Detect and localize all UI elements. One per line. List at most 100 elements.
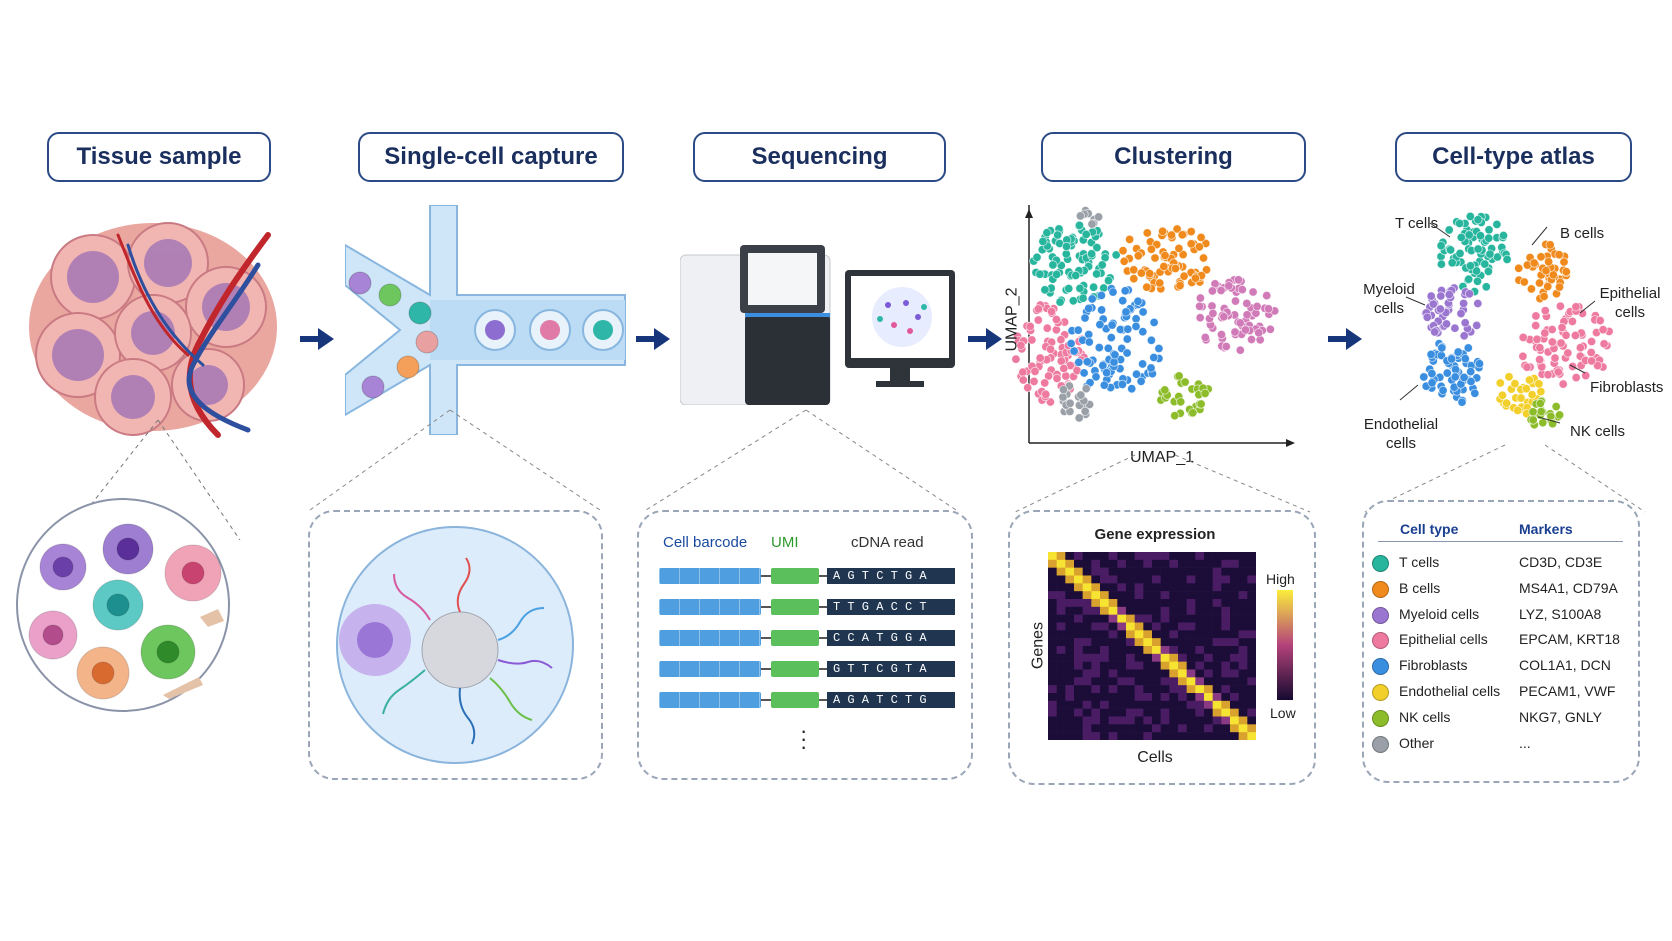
heatmap-cell [1195,614,1205,623]
cell-point [1158,226,1168,236]
heatmap-cell [1238,567,1248,576]
cell-point [1056,335,1066,345]
heatmap-cell [1082,614,1092,623]
scale-low-label: Low [1270,705,1296,721]
heatmap-cell [1091,661,1101,670]
heatmap-cell [1169,708,1179,717]
heatmap-cell [1074,732,1083,740]
cell-point [1146,363,1156,373]
heatmap-cell [1143,614,1153,623]
cell-point [1472,276,1483,286]
cell-point [1240,325,1251,335]
heatmap-cell [1169,677,1179,686]
cell-point [1536,407,1546,417]
heatmap-cell [1221,716,1231,725]
heatmap-cell [1074,559,1083,568]
cell-point [1532,334,1542,344]
heatmap-cell [1221,630,1231,639]
cell-point [1087,219,1097,229]
atlas-label-endothelial: Endothelial cells [1363,416,1439,452]
cell-point [1095,320,1105,330]
heatmap-cell [1152,661,1161,670]
heatmap-cell [1221,591,1231,600]
heatmap-cell [1204,591,1213,600]
heatmap-cell [1134,583,1144,592]
heatmap-cell [1056,575,1066,584]
cell-point [1466,367,1476,377]
umap-plot [1011,205,1295,447]
heatmap-cell [1134,708,1144,717]
heatmap-cell [1126,661,1135,670]
microfluidic-chip [345,205,626,435]
heatmap-cell [1100,606,1109,615]
cell-point [1087,249,1097,259]
heatmap-cell [1065,708,1075,717]
cell-point [1484,225,1494,235]
more-reads-ellipsis: ··· [800,718,808,759]
heatmap-cell [1212,552,1222,561]
cell-point [1079,368,1089,378]
cell-point [1526,284,1536,294]
cell-point [1466,376,1476,387]
stage-title-tissue: Tissue sample [47,132,271,182]
heatmap-cell [1204,708,1213,717]
cell-point [1442,368,1452,378]
heatmap-cell [1074,693,1083,702]
heatmap-cell [1160,614,1170,623]
heatmap-cell [1048,732,1057,740]
heatmap-cell [1160,583,1170,592]
cell-point [1575,343,1585,353]
heatmap-cell [1152,669,1161,678]
heatmap-cell [1238,552,1248,561]
heatmap-cell [1221,606,1231,615]
heatmap-cell [1160,693,1170,702]
heatmap-cell [1056,724,1066,733]
umap-y-label: UMAP_2 [1003,287,1021,352]
heatmap-cell [1204,732,1213,740]
heatmap-cell [1186,732,1196,740]
cell-point [1122,348,1132,358]
cell-point [1455,218,1465,228]
heatmap-cell [1091,693,1101,702]
atlas-label-epithelial: Epithelial cells [1599,285,1661,321]
heatmap-cell [1212,646,1222,655]
cell-point [1502,254,1512,265]
scale-high-label: High [1266,571,1295,587]
heatmap-cell [1221,552,1231,561]
heatmap-cell [1117,732,1127,740]
heatmap-cell [1186,708,1196,717]
heatmap-cell [1204,575,1213,584]
cell-point [1043,371,1054,381]
heatmap-cell [1238,732,1248,740]
heatmap-cell [1169,685,1179,694]
heatmap-cell [1152,716,1161,725]
cell-point [1149,352,1159,363]
heatmap-cell [1186,567,1196,576]
heatmap-cell [1238,606,1248,615]
heatmap-cell [1169,653,1179,662]
heatmap-cell [1143,700,1153,709]
cell-point [1018,375,1028,385]
heatmap-cell [1074,599,1083,608]
heatmap-cell [1230,622,1239,631]
umi-segment [771,661,819,677]
cell-point [1528,415,1538,425]
heatmap-cell [1152,646,1161,655]
heatmap-cell [1100,716,1109,725]
cell-point [1018,367,1028,377]
stage-title-atlas: Cell-type atlas [1395,132,1632,182]
heatmap-cell [1082,552,1092,561]
cell-point [1123,324,1133,334]
heatmap-cell [1126,591,1135,600]
heatmap-cell [1212,669,1222,678]
heatmap-cell [1100,638,1109,647]
cell-point [1438,385,1448,395]
heatmap-cell [1100,630,1109,639]
heatmap-cell [1048,567,1057,576]
cell-point [1033,304,1044,314]
cell-point [1235,345,1245,355]
cell-point [1159,261,1169,272]
heatmap-cell [1178,708,1187,717]
cdna-segment [819,699,827,701]
heatmap-cell [1108,661,1118,670]
